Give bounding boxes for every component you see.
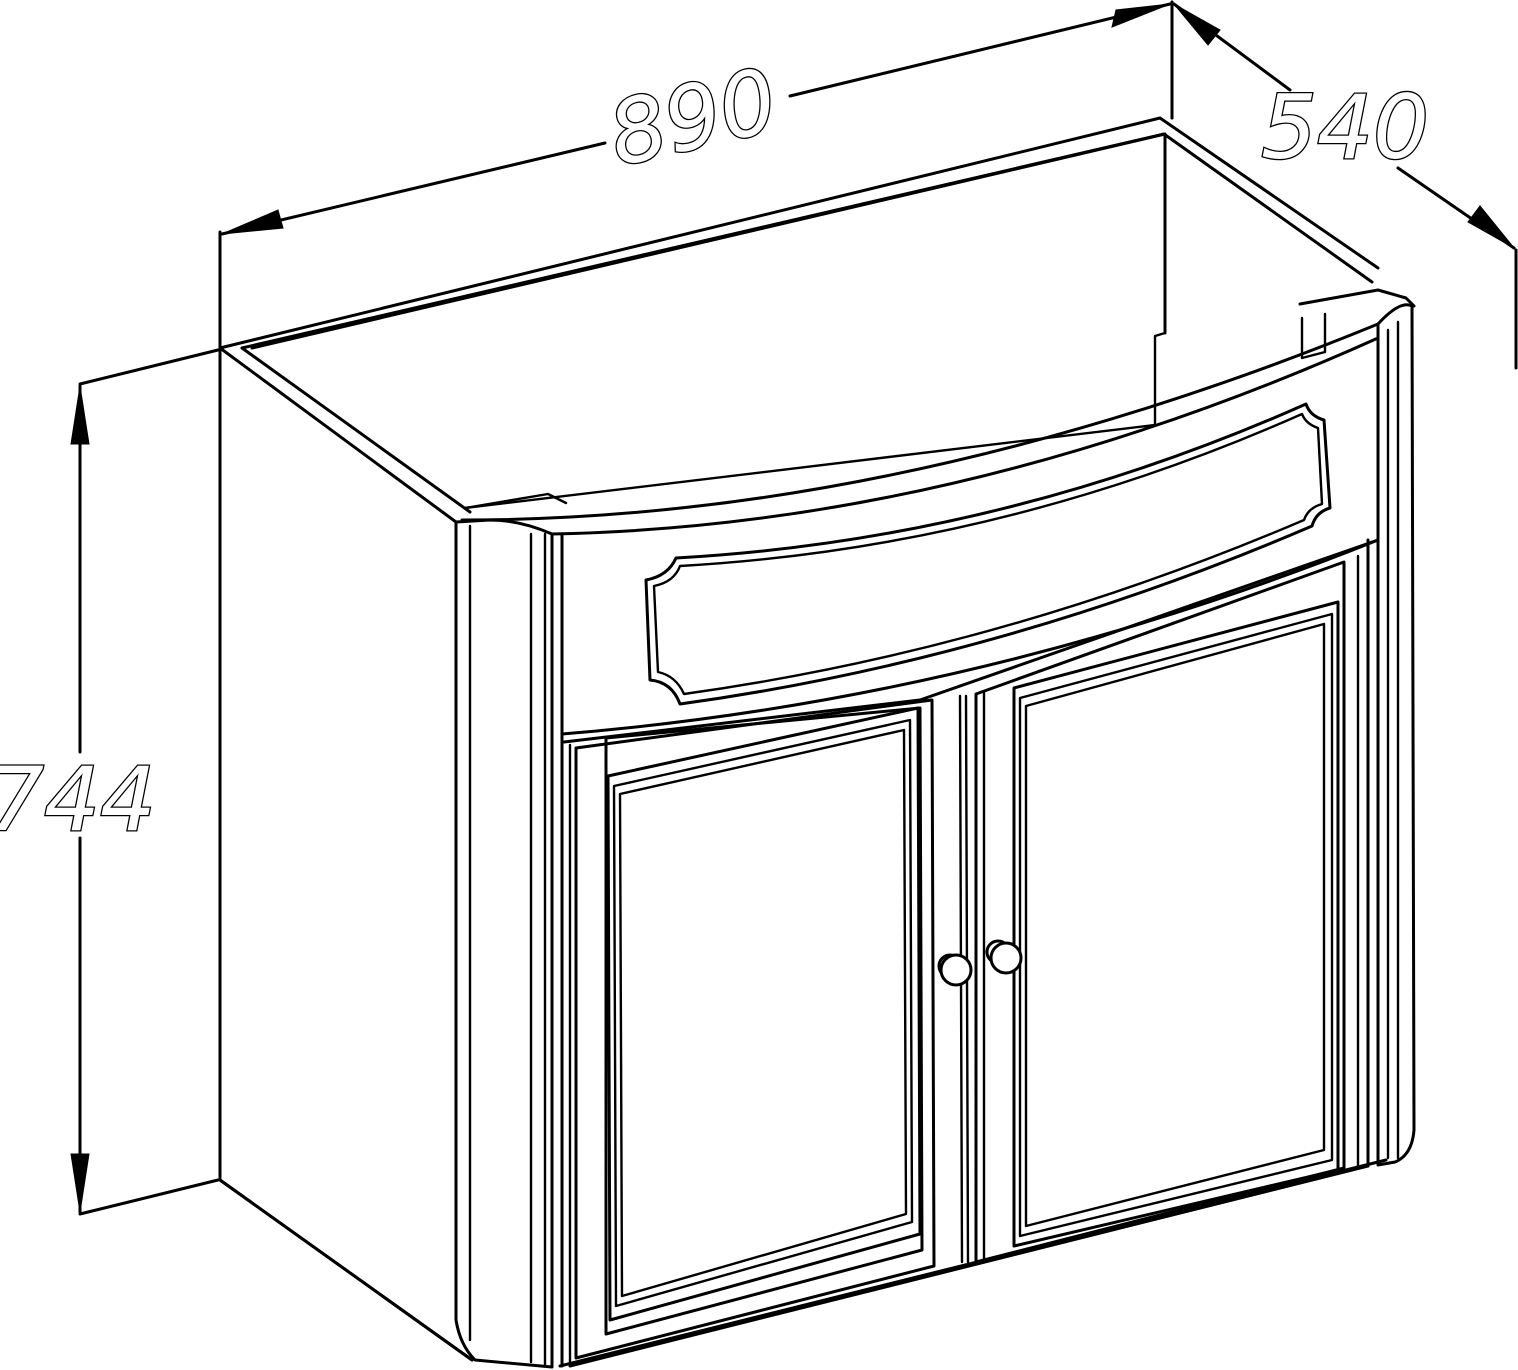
right-door-panel-frame (1012, 600, 1340, 1248)
depth-label: 540 (1261, 76, 1429, 179)
right-door-panel-innermost (1024, 622, 1326, 1228)
cabinet-bottom (218, 1158, 1388, 1368)
cabinet (218, 116, 1416, 1369)
right-knob-head[interactable] (989, 941, 1023, 975)
door-frame (562, 538, 1380, 1368)
bottom-left-edge (218, 1178, 474, 1362)
door-frame-bottom (568, 1164, 1370, 1368)
left-door-panel-innermost (618, 728, 908, 1298)
bottom-front-edge (558, 1158, 1388, 1368)
inner-support-right (1300, 312, 1327, 360)
right-door-panel-inner (1018, 612, 1334, 1238)
rim-back-outer-edge (218, 116, 1380, 350)
cabinet-top-rim (218, 116, 1380, 524)
left-knob-head[interactable] (939, 953, 973, 987)
inner-back-wall-line (463, 331, 1167, 510)
right-door[interactable] (974, 560, 1346, 1264)
width-dimension-line-left (220, 141, 607, 236)
height-arrow-top (70, 385, 90, 445)
left-door-outline[interactable] (574, 698, 936, 1360)
width-dimension-line-right (788, 2, 1172, 98)
door-frame-top (562, 538, 1380, 744)
width-dimension: 890 (218, 0, 1174, 350)
width-label: 890 (599, 48, 786, 186)
width-arrow-left (221, 209, 284, 235)
depth-dimension: 540 (1170, 0, 1518, 370)
apron-decorative-panel (644, 402, 1332, 706)
right-door-outline[interactable] (974, 560, 1346, 1264)
left-door-stile-inner (604, 706, 924, 1336)
left-side-back-edge (218, 346, 458, 524)
depth-arrow-back (1173, 3, 1221, 46)
depth-arrow-front (1467, 205, 1515, 249)
left-pilaster (454, 518, 564, 1369)
back-panel-bottom (250, 132, 1167, 350)
right-pilaster (1298, 288, 1416, 1168)
left-door[interactable] (574, 694, 973, 1360)
apron-top-curve (460, 322, 1380, 522)
rim-back-inner-edge (240, 132, 1374, 350)
width-arrow-right (1111, 3, 1171, 28)
left-door-knob[interactable] (937, 953, 973, 987)
height-extension-top (78, 348, 220, 386)
left-door-panel-frame (606, 706, 922, 1322)
right-pilaster-top-cap (1298, 288, 1416, 308)
front-apron (460, 322, 1380, 736)
apron-decorative-panel-inner (652, 412, 1324, 696)
left-door-panel-inner (612, 718, 914, 1308)
height-label: 744 (0, 748, 156, 851)
rim-left-inner-edge (240, 346, 472, 514)
right-door-knob[interactable] (985, 939, 1023, 975)
height-arrow-bottom (70, 1153, 90, 1213)
right-pilaster-outer (1376, 303, 1416, 1167)
height-extension-bottom (78, 1178, 220, 1216)
apron-bottom-curve (560, 538, 1380, 736)
height-dimension: 744 (0, 348, 220, 1216)
inner-support-left (463, 492, 568, 510)
apron-top-curve-inner (550, 336, 1380, 536)
